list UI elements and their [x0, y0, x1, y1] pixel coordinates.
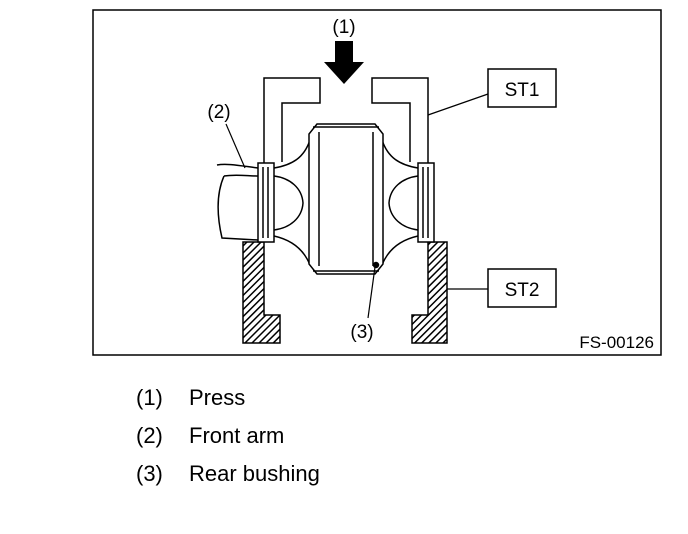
st2-label-box: [487, 268, 557, 308]
st1-label: ST1: [505, 80, 540, 101]
legend-text: Press: [189, 385, 246, 410]
callout-rear-bushing: (3): [350, 322, 373, 343]
legend-number: (3): [136, 461, 163, 486]
legend-text: Front arm: [189, 423, 285, 448]
legend-item: (2) Front arm: [136, 420, 320, 458]
st1-tool: [263, 77, 429, 163]
legend: (1) Press (2) Front arm (3) Rear bushing: [136, 382, 320, 496]
legend-text: Rear bushing: [189, 461, 320, 486]
st1-label-box: [487, 68, 557, 108]
legend-item: (3) Rear bushing: [136, 458, 320, 496]
legend-number: (1): [136, 385, 163, 410]
leader-lines: [225, 93, 489, 319]
figure-code: FS-00126: [579, 333, 654, 352]
st2-label: ST2: [505, 280, 540, 301]
callout-press: (1): [332, 17, 355, 38]
callout-front-arm: (2): [207, 102, 230, 123]
st2-support-right: [411, 241, 448, 344]
legend-number: (2): [136, 423, 163, 448]
inner-collar: [308, 123, 384, 275]
bushing-flanges: [257, 162, 435, 243]
front-arm: [216, 163, 259, 241]
diagram-frame: [92, 9, 662, 356]
legend-item: (1) Press: [136, 382, 320, 420]
press-arrow: [324, 41, 364, 84]
st2-support-left: [242, 241, 281, 344]
